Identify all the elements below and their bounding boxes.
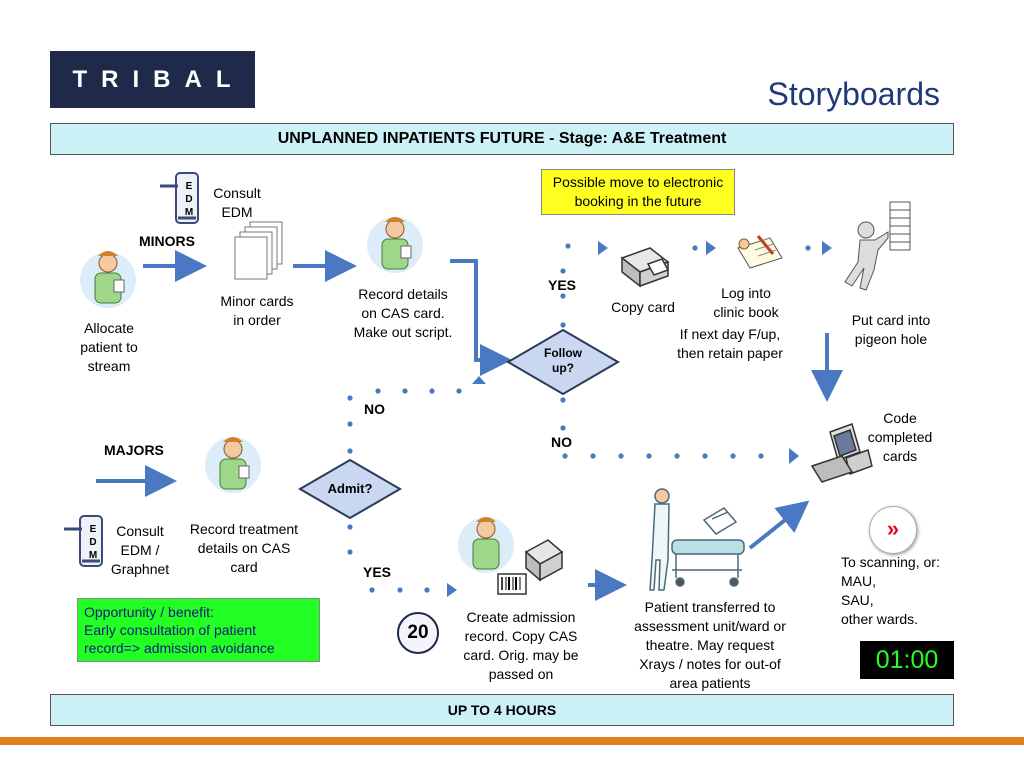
label-no-admit: NO (364, 401, 385, 417)
pigeon-hole-icon (844, 201, 911, 291)
computer-icon (810, 423, 873, 483)
patient-trolley-icon (649, 488, 745, 591)
footer-bar (0, 737, 1024, 745)
arrow-transfer-to-code (748, 500, 810, 550)
followup-decision-diamond (506, 328, 620, 396)
duration-banner: UP TO 4 HOURS (50, 694, 954, 726)
label-next-day: If next day F/up,then retain paper (677, 326, 783, 361)
solid-arrows (96, 250, 843, 601)
label-majors: MAJORS (104, 442, 164, 458)
next-slide-button[interactable]: » (869, 506, 917, 554)
label-copy-card: Copy card (611, 299, 675, 315)
label-yes-admit: YES (363, 564, 392, 580)
clinic-book-icon (737, 235, 783, 269)
page-title: Storyboards (767, 76, 940, 112)
label-minors: MINORS (139, 233, 195, 249)
stage-banner: UNPLANNED INPATIENTS FUTURE - Stage: A&E… (50, 123, 954, 155)
copier-icon (620, 247, 670, 288)
timer-display: 01:00 (860, 641, 954, 679)
arrow-record-to-followup (450, 259, 512, 376)
nurse-figure-admission (458, 517, 514, 573)
dotted-paths (347, 241, 832, 597)
edm-icon-top (160, 172, 199, 224)
admit-decision-diamond (298, 458, 402, 520)
edm-icon-bottom (64, 515, 103, 567)
tribal-logo: TRIBAL (50, 51, 255, 108)
label-yes-followup: YES (548, 277, 577, 293)
nurse-figure-record-treatment (205, 437, 261, 493)
label-no-followup: NO (551, 434, 572, 450)
label-admit: Admit? (327, 481, 373, 496)
label-printer-icon (497, 539, 564, 595)
label-scanning: To scanning, or:MAU,SAU,other wards. (841, 554, 940, 627)
nurse-figure-record-cas (367, 217, 423, 273)
nurse-figure-allocate (80, 251, 136, 308)
note-opportunity: Opportunity / benefit:Early consultation… (77, 598, 320, 662)
step-number-badge: 20 (397, 612, 439, 654)
cards-stack-icon (234, 221, 283, 280)
